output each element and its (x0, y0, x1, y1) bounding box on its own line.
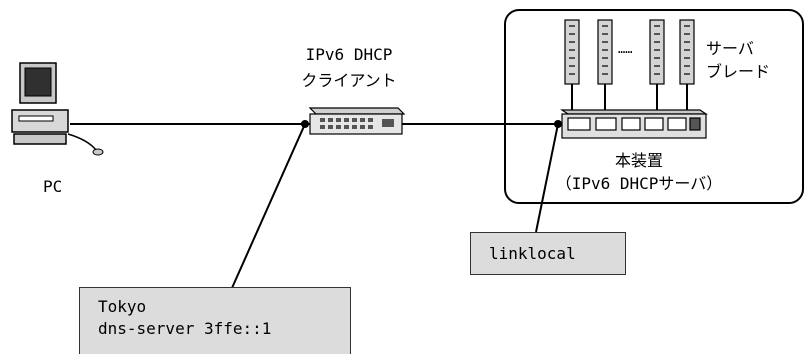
server-blade-icons (564, 19, 695, 110)
server-blade-label-line1: サーバ (706, 39, 754, 58)
server-blade-label-line2: ブレード (706, 62, 771, 81)
config-line1: Tokyo (98, 297, 147, 316)
pc-icon (11, 62, 104, 156)
switch-icon (308, 107, 406, 135)
server-blade-4 (679, 19, 695, 110)
client-label-line2: クライアント (301, 71, 397, 90)
device-chassis-icon (560, 109, 708, 139)
server-blade-3 (649, 19, 665, 110)
linklocal-leader-line (535, 123, 559, 233)
config-line2: dns-server 3ffe::1 (98, 319, 272, 338)
config-box: Tokyo dns-server 3ffe::1 (79, 287, 351, 354)
linklocal-text: linklocal (489, 244, 576, 263)
server-blade-2 (597, 19, 613, 110)
server-blade-1 (564, 19, 580, 110)
server-enclosure (504, 9, 804, 204)
client-label-line1: IPv6 DHCP (305, 45, 393, 64)
pc-label: PC (43, 177, 63, 196)
server-dots: …… (618, 42, 633, 56)
device-label-line2: （IPv6 DHCPサーバ） (555, 174, 723, 193)
config-leader-line (231, 123, 306, 289)
linklocal-box: linklocal (470, 232, 626, 275)
device-label-line1: 本装置 (614, 151, 664, 170)
